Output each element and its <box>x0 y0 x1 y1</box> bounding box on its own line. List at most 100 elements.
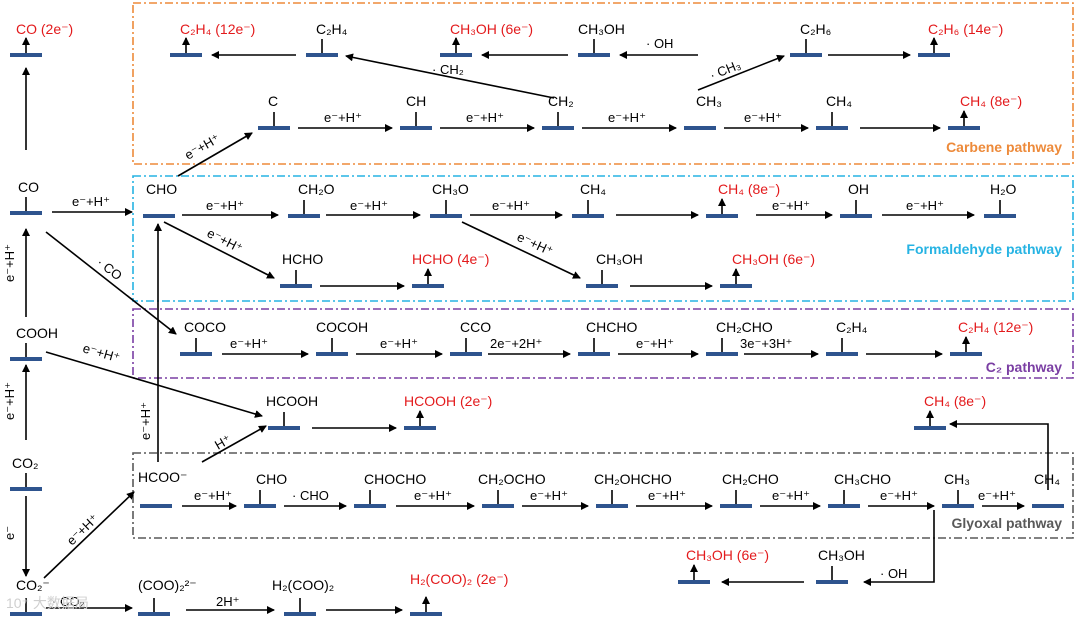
chocho-label: CHOCHO <box>364 471 426 487</box>
step-label: e⁻+H⁺ <box>530 488 568 503</box>
step-label: e⁻+H⁺ <box>515 229 556 259</box>
co2-label: CO₂ <box>12 455 38 471</box>
surface-bar <box>816 126 848 130</box>
cho-radical-label: · CHO <box>292 488 329 503</box>
intermediate-labels: CO₂⁻ CO₂ COOH CO HCOO⁻ HCOOH C CH CH₂ CH… <box>12 21 1060 593</box>
surface-bar <box>678 580 710 584</box>
surface-bar <box>180 352 212 356</box>
cooh-label: COOH <box>16 325 58 341</box>
ch3oh-product-top-label: CH₃OH (6e⁻) <box>450 21 533 37</box>
watermark: 10⁺ 大数据局 <box>6 595 89 611</box>
step-label: e⁻+H⁺ <box>380 336 418 351</box>
ch4-product-glyoxal-label: CH₄ (8e⁻) <box>924 393 986 409</box>
step-label: e⁻+H⁺ <box>744 110 782 125</box>
surface-bar <box>578 352 610 356</box>
ch2-carbene-label: CH₂ <box>548 93 574 109</box>
surface-bar <box>950 352 982 356</box>
surface-bar <box>10 487 42 491</box>
oh-radical-label: · OH <box>646 36 673 51</box>
surface-bar <box>542 126 574 130</box>
glyoxal-pathway-box <box>132 452 1074 539</box>
co-radical-label: · CO <box>94 255 125 284</box>
step-label: e⁻+H⁺ <box>182 131 222 163</box>
cco-label: CCO <box>460 319 491 335</box>
carbene-pathway-title: Carbene pathway <box>946 139 1062 155</box>
ch3oh-formaldehyde-label: CH₃OH <box>596 251 643 267</box>
ch3oh-intermediate-label: CH₃OH <box>578 21 625 37</box>
glyoxal-pathway-title: Glyoxal pathway <box>952 515 1063 531</box>
ch2cho-glyoxal-label: CH₂CHO <box>722 471 779 487</box>
step-label: e⁻+H⁺ <box>81 340 122 365</box>
surface-bar <box>984 214 1016 218</box>
surface-bar <box>284 612 316 616</box>
surface-bar <box>948 126 980 130</box>
surface-bar <box>914 426 946 430</box>
ch3o-label: CH₃O <box>432 181 469 197</box>
c2h4-product-c2-label: C₂H₄ (12e⁻) <box>958 319 1033 335</box>
surface-bar <box>918 53 950 57</box>
co2-radical-label: · CO₂ <box>52 594 85 609</box>
oxalic-product-label: H₂(COO)₂ (2e⁻) <box>410 571 508 587</box>
cocoh-label: COCOH <box>316 319 368 335</box>
surface-bar <box>10 612 42 616</box>
ch4-formaldehyde-label: CH₄ <box>580 181 606 197</box>
cho-glyoxal-label: CHO <box>256 471 287 487</box>
step-label: e⁻+H⁺ <box>648 488 686 503</box>
surface-bar <box>412 284 444 288</box>
surface-bar <box>10 357 42 361</box>
surface-bar <box>578 53 610 57</box>
c2-pathway-title: C₂ pathway <box>986 359 1062 375</box>
surface-bar <box>10 211 42 215</box>
ch2-radical-label: · CH₂ <box>432 62 464 77</box>
step-label: e⁻+H⁺ <box>194 488 232 503</box>
surface-bar <box>720 504 752 508</box>
carbene-pathway-box <box>132 2 1074 165</box>
ch4-product-carbene-label: CH₄ (8e⁻) <box>960 93 1022 109</box>
two-h-plus-label: 2H⁺ <box>216 594 239 609</box>
surface-bar <box>288 214 320 218</box>
hcho-product-label: HCHO (4e⁻) <box>412 251 489 267</box>
surface-bar <box>404 426 436 430</box>
ch3oh-product-formaldehyde-label: CH₃OH (6e⁻) <box>732 251 815 267</box>
c2h4-c2-label: C₂H₄ <box>836 319 868 335</box>
surface-bar <box>268 426 300 430</box>
surface-bar <box>572 214 604 218</box>
step-label: e⁻+H⁺ <box>205 225 246 256</box>
c-carbene-label: C <box>268 93 278 109</box>
surface-bar <box>354 504 386 508</box>
surface-bar <box>400 126 432 130</box>
chcho-label: CHCHO <box>586 319 637 335</box>
ch2ohcho-label: CH₂OHCHO <box>594 471 672 487</box>
step-label: e⁻+H⁺ <box>880 488 918 503</box>
step-label: e⁻+H⁺ <box>230 336 268 351</box>
step-label: e⁻+H⁺ <box>772 488 810 503</box>
surface-bar <box>280 284 312 288</box>
surface-bar <box>410 612 442 616</box>
product-labels: CO (2e⁻) C₂H₄ (12e⁻) CH₃OH (6e⁻) C₂H₆ (1… <box>16 21 1033 587</box>
c2h6-intermediate-label: C₂H₆ <box>800 21 831 37</box>
co-label: CO <box>18 179 39 195</box>
surface-bar <box>170 53 202 57</box>
co2-minus-label: CO₂⁻ <box>16 577 50 593</box>
ch4-glyoxal-label: CH₄ <box>1034 471 1060 487</box>
c2-pathway-box <box>132 308 1074 379</box>
step-label: e⁻+H⁺ <box>2 244 17 282</box>
step-label: e⁻+H⁺ <box>2 382 17 420</box>
oxalate-label: (COO)₂²⁻ <box>138 577 197 593</box>
step-label: e⁻+H⁺ <box>324 110 362 125</box>
surface-bar <box>828 504 860 508</box>
step-label: e⁻+H⁺ <box>414 488 452 503</box>
surface-bar <box>586 284 618 288</box>
surface-bar <box>482 504 514 508</box>
surface-bar <box>706 214 738 218</box>
formaldehyde-pathway-title: Formaldehyde pathway <box>906 241 1062 257</box>
step-label: e⁻+H⁺ <box>608 110 646 125</box>
surface-bar <box>430 214 462 218</box>
adsorption-ticks <box>25 39 1001 612</box>
ch3oh-product-glyoxal-label: CH₃OH (6e⁻) <box>686 547 769 563</box>
co-product-label: CO (2e⁻) <box>16 21 73 37</box>
step-label: 3e⁻+3H⁺ <box>740 336 792 351</box>
step-label: e⁻+H⁺ <box>466 110 504 125</box>
ch3oh-glyoxal-label: CH₃OH <box>818 547 865 563</box>
